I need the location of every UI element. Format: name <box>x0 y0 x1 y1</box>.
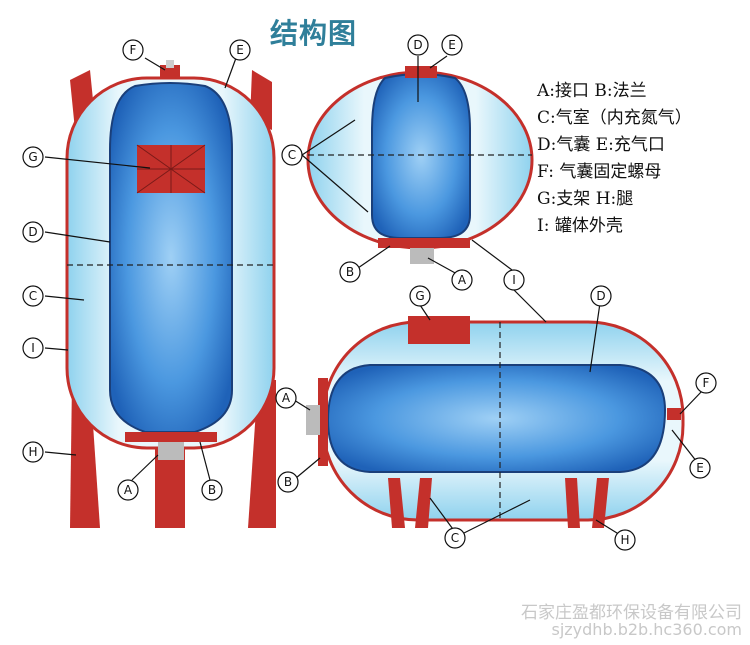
callouts: F E G D C I H A B D E C B A I G D A B F … <box>22 34 717 551</box>
svg-text:D: D <box>413 38 422 52</box>
vertical-tank-leg-right <box>248 380 276 528</box>
callout-i-spherical: I <box>503 269 525 291</box>
svg-text:C: C <box>451 531 459 545</box>
legend-line-i: I: 罐体外壳 <box>537 216 623 236</box>
callout-g-horizontal: G <box>409 285 431 307</box>
svg-text:E: E <box>696 461 704 475</box>
svg-text:D: D <box>596 289 605 303</box>
vertical-tank-bladder <box>109 82 233 433</box>
spherical-tank-flange <box>378 238 470 248</box>
vertical-tank-valve <box>166 60 174 68</box>
callout-e-vertical: E <box>229 39 251 61</box>
legend-line-de: D:气囊 E:充气口 <box>537 135 665 155</box>
vertical-tank-flange <box>125 432 217 442</box>
spherical-tank-outlet <box>410 248 434 264</box>
diagram-title: 结构图 <box>270 17 358 50</box>
leader-lines <box>44 55 704 539</box>
legend-line-f: F: 气囊固定螺母 <box>537 162 662 182</box>
horizontal-tank-flange <box>318 378 328 466</box>
spherical-tank <box>306 66 534 264</box>
svg-text:E: E <box>236 43 244 57</box>
legend-line-gh: G:支架 H:腿 <box>537 189 634 209</box>
callout-d-spherical: D <box>407 34 429 56</box>
callout-c-spherical: C <box>281 144 303 166</box>
callout-d-horizontal: D <box>590 285 612 307</box>
callout-b-vertical: B <box>201 479 223 501</box>
callout-i-vertical: I <box>22 337 44 359</box>
callout-a-horizontal: A <box>275 387 297 409</box>
svg-text:A: A <box>458 273 467 287</box>
svg-text:G: G <box>28 150 37 164</box>
horizontal-tank-outlet <box>306 405 320 435</box>
svg-text:H: H <box>28 445 37 459</box>
svg-text:F: F <box>130 43 137 57</box>
legend-line-c: C:气室（内充氮气） <box>537 108 692 128</box>
callout-b-spherical: B <box>339 261 361 283</box>
horizontal-tank-nut <box>667 408 681 420</box>
svg-text:G: G <box>415 289 424 303</box>
callout-c-vertical: C <box>22 285 44 307</box>
svg-text:C: C <box>29 289 37 303</box>
callout-e-spherical: E <box>441 34 463 56</box>
callout-f-vertical: F <box>122 39 144 61</box>
callout-e-horizontal: E <box>689 457 711 479</box>
callout-d-vertical: D <box>22 221 44 243</box>
horizontal-tank-bladder <box>326 364 667 473</box>
svg-text:D: D <box>28 225 37 239</box>
callout-a-vertical: A <box>117 479 139 501</box>
svg-text:F: F <box>703 376 710 390</box>
watermark-company: 石家庄盈都环保设备有限公司 <box>521 603 742 623</box>
horizontal-tank-bracket <box>408 316 470 344</box>
vertical-tank-nut <box>160 65 180 79</box>
callout-g-vertical: G <box>22 146 44 168</box>
svg-text:I: I <box>31 341 35 355</box>
callout-b-horizontal: B <box>277 471 299 493</box>
vertical-tank <box>65 60 276 528</box>
callout-h-vertical: H <box>22 441 44 463</box>
callout-h-horizontal: H <box>614 529 636 551</box>
svg-text:E: E <box>448 38 456 52</box>
svg-text:C: C <box>288 148 296 162</box>
horizontal-tank <box>306 316 685 528</box>
svg-text:H: H <box>620 533 629 547</box>
watermark-site: sjzydhb.b2b.hc360.com <box>551 620 743 639</box>
svg-text:I: I <box>512 273 516 287</box>
svg-text:B: B <box>346 265 354 279</box>
svg-text:A: A <box>282 391 291 405</box>
legend: A:接口 B:法兰 C:气室（内充氮气） D:气囊 E:充气口 F: 气囊固定螺… <box>537 78 749 240</box>
callout-a-spherical: A <box>451 269 473 291</box>
svg-text:B: B <box>284 475 292 489</box>
vertical-tank-leg-front <box>155 440 185 528</box>
callout-c-horizontal: C <box>444 527 466 549</box>
svg-text:B: B <box>208 483 216 497</box>
legend-line-ab: A:接口 B:法兰 <box>537 81 647 101</box>
spherical-tank-nut <box>405 66 437 78</box>
spherical-tank-bladder <box>371 73 471 239</box>
svg-text:A: A <box>124 483 133 497</box>
vertical-tank-outlet <box>158 442 184 460</box>
callout-f-horizontal: F <box>695 372 717 394</box>
